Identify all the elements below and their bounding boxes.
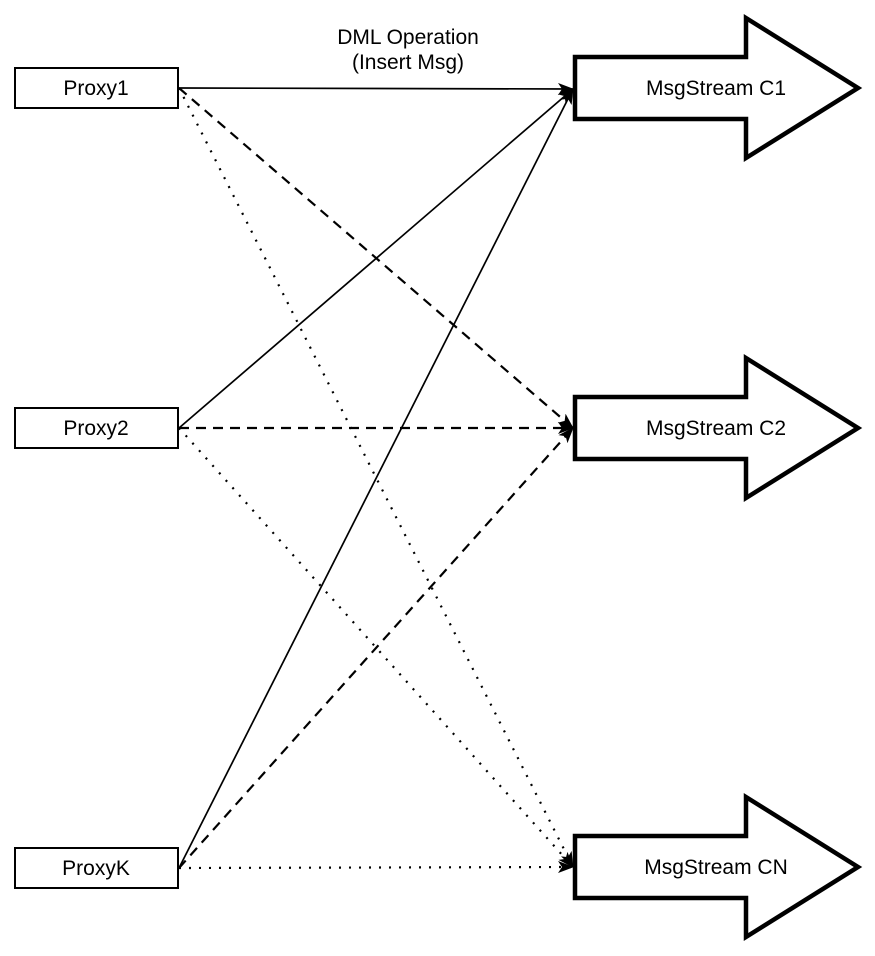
msgstream-c2-node: MsgStream C2 [572, 353, 863, 503]
msgstream-c1-label: MsgStream C1 [646, 77, 786, 100]
msgstream-c2-label: MsgStream C2 [646, 417, 786, 440]
proxyk-node: ProxyK [14, 847, 179, 889]
annotation-line2: (Insert Msg) [352, 51, 464, 74]
edge-proxyk-cn [178, 861, 574, 874]
proxy2-box [14, 407, 179, 449]
proxy2-node: Proxy2 [14, 407, 179, 449]
edge-proxyk-c2 [178, 427, 574, 869]
dml-operation-annotation: DML Operation (Insert Msg) [337, 26, 479, 74]
edge-proxy1-c1 [178, 82, 574, 95]
edge-proxy2-cn [178, 427, 574, 868]
proxyk-box [14, 847, 179, 889]
msgstream-c2-arrow-shape [572, 353, 863, 503]
edges-layer [178, 82, 574, 874]
proxy1-label: Proxy1 [63, 77, 128, 100]
msgstream-cn-label: MsgStream CN [644, 856, 788, 879]
msgstream-c1-node: MsgStream C1 [572, 13, 863, 163]
msgstream-cn-node: MsgStream CN [572, 792, 863, 942]
proxy1-box [14, 67, 179, 109]
edge-proxy1-c2 [178, 87, 574, 429]
proxyk-label: ProxyK [62, 857, 130, 880]
proxy1-node: Proxy1 [14, 67, 179, 109]
msgstream-cn-arrow-shape [572, 792, 863, 942]
edge-proxyk-c1 [178, 88, 574, 869]
annotation-line1: DML Operation [337, 26, 479, 49]
proxy2-label: Proxy2 [63, 417, 128, 440]
msgstream-c1-arrow-shape [572, 13, 863, 163]
